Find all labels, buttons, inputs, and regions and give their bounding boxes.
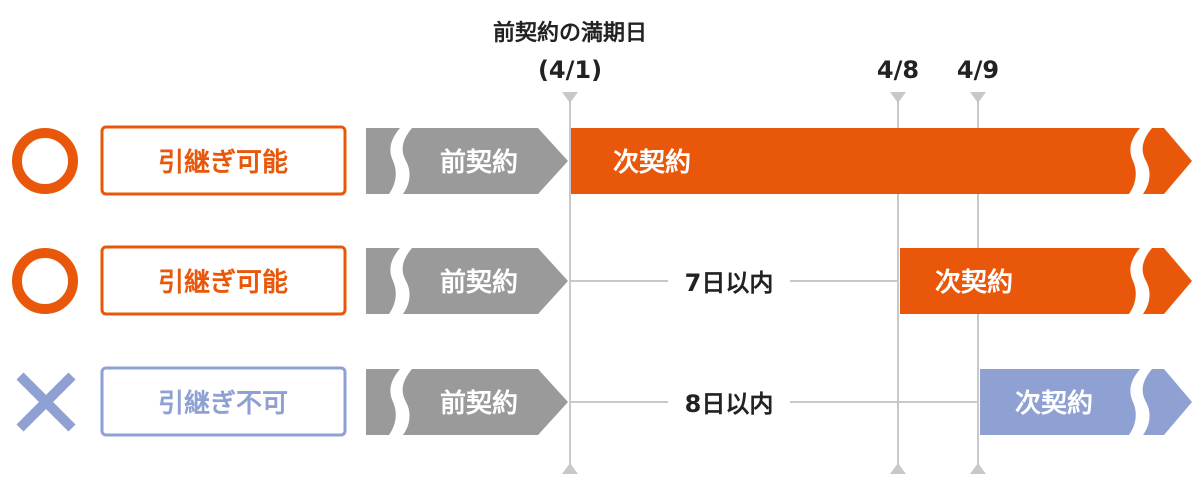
cross-ng-icon <box>16 372 76 432</box>
status-box <box>100 125 347 196</box>
gap-label: 8日以内 <box>685 390 774 418</box>
expiry-date-label: (4/1) <box>538 56 602 84</box>
next-contract-label: 次契約 <box>1015 388 1093 419</box>
next-contract-bar <box>900 248 1140 314</box>
prev-contract-bar <box>366 369 400 435</box>
gap-label: 7日以内 <box>685 269 774 297</box>
row-1: 引継ぎ可能 前契約 次契約 <box>12 125 1192 196</box>
prev-contract-bar <box>366 128 400 194</box>
circle-ok-icon <box>12 128 78 194</box>
next-contract-label: 次契約 <box>935 267 1013 298</box>
status-box <box>100 245 347 316</box>
status-label: 引継ぎ可能 <box>158 147 288 178</box>
date-label-b: 4/9 <box>957 56 999 84</box>
status-label: 引継ぎ可能 <box>158 267 288 298</box>
row-2: 引継ぎ可能 前契約 7日以内 次契約 <box>12 245 1192 316</box>
prev-contract-label: 前契約 <box>440 147 518 178</box>
prev-contract-bar <box>366 248 400 314</box>
circle-ok-icon <box>12 248 78 314</box>
date-label-a: 4/8 <box>877 56 919 84</box>
prev-contract-label: 前契約 <box>440 388 518 419</box>
expiry-label: 前契約の満期日 <box>493 20 647 46</box>
next-contract-bar <box>980 369 1140 435</box>
next-contract-bar <box>571 128 1140 194</box>
status-box <box>100 366 347 437</box>
prev-contract-label: 前契約 <box>440 267 518 298</box>
next-contract-label: 次契約 <box>613 147 691 178</box>
status-label: 引継ぎ不可 <box>158 388 288 419</box>
guide-line-expiry <box>562 92 578 474</box>
row-3: 引継ぎ不可 前契約 8日以内 次契約 <box>16 366 1192 437</box>
